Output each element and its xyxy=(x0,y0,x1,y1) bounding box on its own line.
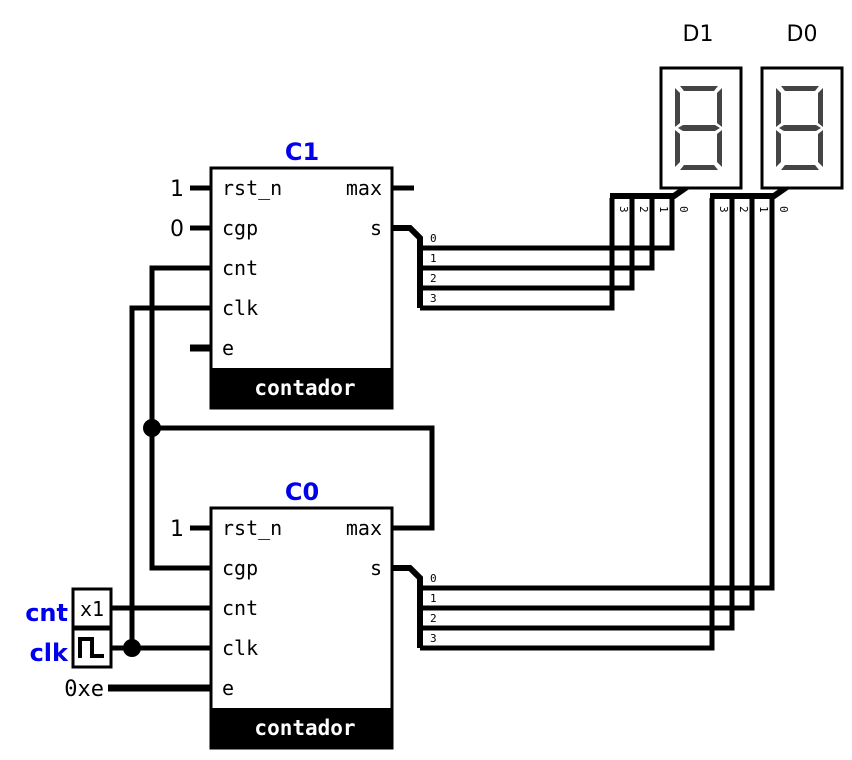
source-clk[interactable]: clk xyxy=(30,627,113,669)
wire-c0-bit0 xyxy=(420,198,775,591)
bus-bit-label: 1 xyxy=(430,252,437,265)
source-cnt-box-text: x1 xyxy=(80,597,104,621)
bus-bit-label: 1 xyxy=(657,206,670,213)
display-d0: D0 xyxy=(760,22,844,190)
pin-label-e: e xyxy=(222,676,234,700)
counter-footer-label: contador xyxy=(254,376,355,400)
wire-c1-bit3 xyxy=(420,198,615,311)
pin-label-s: s xyxy=(370,556,382,580)
pin-label-cnt: cnt xyxy=(222,256,258,280)
display-name: D0 xyxy=(787,22,818,47)
bus-c1-s xyxy=(392,225,423,308)
wire-max-net xyxy=(149,265,212,571)
bus-bit-label: 0 xyxy=(677,206,690,213)
source-cnt-label: cnt xyxy=(25,599,68,627)
bus-bit-label: 0 xyxy=(430,232,437,245)
pin-label-max: max xyxy=(346,176,382,200)
bus-bit-label: 2 xyxy=(637,206,650,213)
bus-bit-label: 3 xyxy=(430,292,437,305)
pin-label-cgp: cgp xyxy=(222,216,258,240)
counter-c0: C0 contador rst_n cgp cnt clk e max s 1 … xyxy=(64,478,394,750)
counter-footer-bar xyxy=(211,368,392,408)
bus-c0-s xyxy=(392,565,423,648)
pin-label-e: e xyxy=(222,336,234,360)
pin-label-clk: clk xyxy=(222,636,258,660)
wire-c0-bit1 xyxy=(420,198,755,611)
pin-label-rst: rst_n xyxy=(222,176,282,200)
wire-c1-bit0 xyxy=(420,198,675,251)
bus-bit-label: 2 xyxy=(737,206,750,213)
wire-clk-c1 xyxy=(129,305,212,648)
counter-name: C1 xyxy=(285,138,319,166)
wire-c1-bit2 xyxy=(420,198,635,291)
counter-c1: C1 contador rst_n cgp cnt clk e max s 1 … xyxy=(170,138,394,410)
pin-label-cgp: cgp xyxy=(222,556,258,580)
bus-bit-label: 0 xyxy=(777,206,790,213)
constant-rst-value: 1 xyxy=(170,517,184,542)
display-name: D1 xyxy=(683,22,714,47)
seven-segment-digit xyxy=(675,86,722,170)
constant-rst-value: 1 xyxy=(170,177,184,202)
counter-name: C0 xyxy=(285,478,319,506)
wire-c0-max xyxy=(152,425,435,531)
source-clk-label: clk xyxy=(30,639,69,667)
bus-bit-label: 3 xyxy=(617,206,630,213)
counter-footer-label: contador xyxy=(254,716,355,740)
wire-c0-bit3 xyxy=(420,198,715,651)
bus-bit-label: 2 xyxy=(430,612,437,625)
bus-bit-label: 3 xyxy=(430,632,437,645)
display-d1: D1 xyxy=(659,22,743,190)
junction-dot xyxy=(143,419,161,437)
bus-bit-label: 1 xyxy=(757,206,770,213)
source-cnt-box[interactable] xyxy=(71,587,113,629)
bus-bit-label: 2 xyxy=(430,272,437,285)
square-wave-icon xyxy=(78,637,104,658)
bus-bit-label: 0 xyxy=(430,572,437,585)
bus-bit-label: 3 xyxy=(717,206,730,213)
counter-footer-bar xyxy=(211,708,392,748)
pin-label-clk: clk xyxy=(222,296,258,320)
pin-label-max: max xyxy=(346,516,382,540)
source-cnt[interactable]: cnt x1 xyxy=(25,587,113,629)
wire-c0-bit2 xyxy=(420,198,735,631)
bus-bit-label: 1 xyxy=(430,592,437,605)
junction-dot xyxy=(123,639,141,657)
seven-segment-digit xyxy=(776,86,823,170)
constant-e-value: 0xe xyxy=(64,677,104,702)
wire-c1-bit1 xyxy=(420,198,655,271)
pin-label-s: s xyxy=(370,216,382,240)
constant-cgp-value: 0 xyxy=(170,217,184,242)
pin-label-rst: rst_n xyxy=(222,516,282,540)
pin-label-cnt: cnt xyxy=(222,596,258,620)
